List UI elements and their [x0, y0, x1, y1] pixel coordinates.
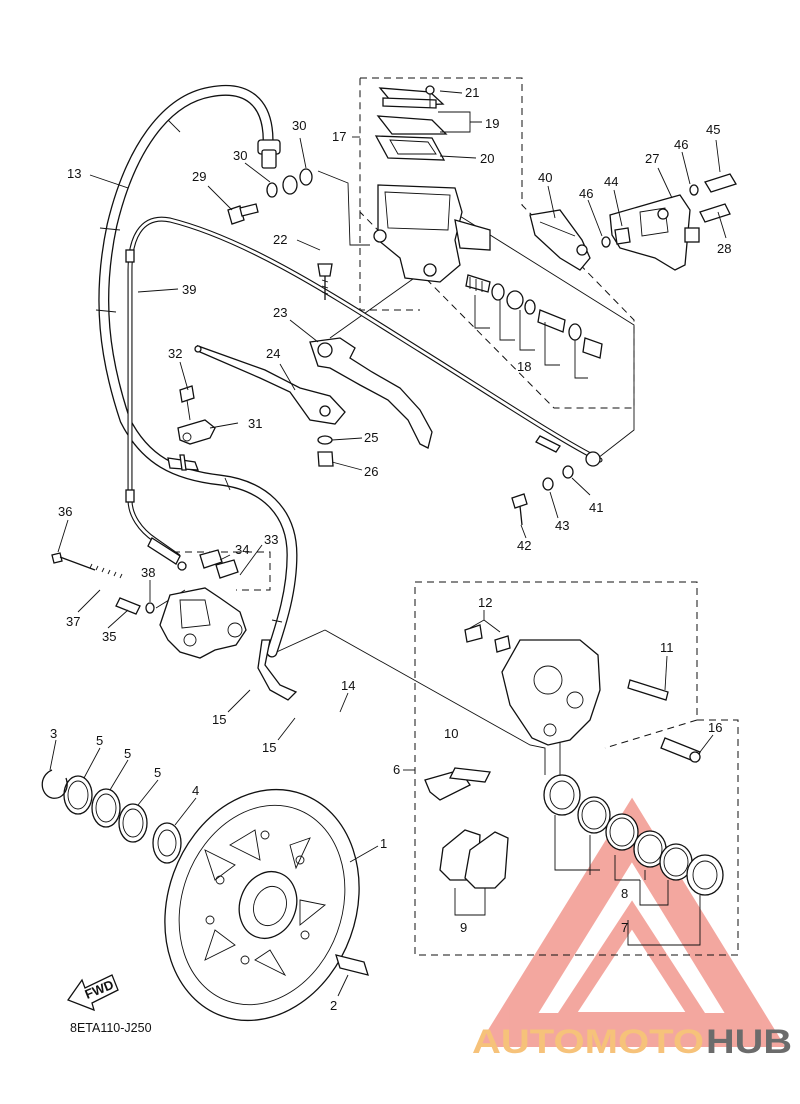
callout-14: 14: [341, 678, 355, 693]
callout-5c: 5: [154, 765, 161, 780]
clutch-cable-39: [125, 216, 603, 571]
callout-15a: 15: [212, 712, 226, 727]
callout-35: 35: [102, 629, 116, 644]
front-caliper: [424, 624, 701, 916]
caliper-pistons: [543, 774, 724, 946]
callout-12: 12: [478, 595, 492, 610]
watermark-brand-part1: AUTOMOTO: [472, 1023, 704, 1061]
callout-8: 8: [621, 886, 628, 901]
callout-22: 22: [273, 232, 287, 247]
callout-45: 45: [706, 122, 720, 137]
callout-17: 17: [332, 129, 346, 144]
callout-24: 24: [266, 346, 280, 361]
callout-34: 34: [235, 542, 249, 557]
watermark-logo: [477, 797, 786, 1047]
callout-10: 10: [444, 726, 458, 741]
callout-23: 23: [273, 305, 287, 320]
callout-3: 3: [50, 726, 57, 741]
callout-13: 13: [67, 166, 81, 181]
callout-37: 37: [66, 614, 80, 629]
callout-36: 36: [58, 504, 72, 519]
callout-46a: 46: [674, 137, 688, 152]
banjo-bolt: [227, 168, 313, 225]
brake-disc: [41, 769, 369, 1022]
callout-2: 2: [330, 998, 337, 1013]
callout-19: 19: [485, 116, 499, 131]
brake-hose-13: [95, 84, 298, 701]
watermark-text: AUTOMOTO HUB: [472, 1023, 792, 1061]
callout-29: 29: [192, 169, 206, 184]
callout-leaders: [49, 90, 727, 997]
callout-4: 4: [192, 783, 199, 798]
master-cylinder: [373, 85, 491, 283]
callout-31: 31: [248, 416, 262, 431]
callout-21: 21: [465, 85, 479, 100]
callout-1: 1: [380, 836, 387, 851]
callout-39: 39: [182, 282, 196, 297]
small-fasteners: [511, 465, 574, 526]
callout-43: 43: [555, 518, 569, 533]
callout-32: 32: [168, 346, 182, 361]
diagram-code: 8ETA110-J250: [70, 1021, 152, 1035]
assembly-lines: [155, 170, 635, 775]
callout-18: 18: [517, 359, 531, 374]
callout-15b: 15: [262, 740, 276, 755]
callout-5b: 5: [124, 746, 131, 761]
piston-kit-18: [465, 274, 603, 379]
callout-numbers: 1 2 3 4 5 5 5 6 7 8 9 10 11 12 13 14 15 …: [50, 85, 731, 1013]
callout-30b: 30: [233, 148, 247, 163]
callout-16: 16: [708, 720, 722, 735]
switch-parts: [167, 385, 216, 471]
callout-20: 20: [480, 151, 494, 166]
callout-42: 42: [517, 538, 531, 553]
callout-7: 7: [621, 920, 628, 935]
callout-46b: 46: [579, 186, 593, 201]
callout-26: 26: [364, 464, 378, 479]
callout-44: 44: [604, 174, 618, 189]
callout-6: 6: [393, 762, 400, 777]
watermark-brand-part2: HUB: [706, 1023, 792, 1061]
clutch-holder: [529, 173, 737, 271]
rear-caliper-bracket: [51, 549, 247, 659]
callout-28: 28: [717, 241, 731, 256]
callout-5a: 5: [96, 733, 103, 748]
fwd-arrow-icon: FWD: [66, 974, 119, 1012]
callout-25: 25: [364, 430, 378, 445]
callout-11: 11: [660, 640, 674, 655]
levers: [194, 263, 433, 467]
callout-41: 41: [589, 500, 603, 515]
callout-27: 27: [645, 151, 659, 166]
callout-38: 38: [141, 565, 155, 580]
callout-30a: 30: [292, 118, 306, 133]
callout-33: 33: [264, 532, 278, 547]
callout-9: 9: [460, 920, 467, 935]
callout-40: 40: [538, 170, 552, 185]
